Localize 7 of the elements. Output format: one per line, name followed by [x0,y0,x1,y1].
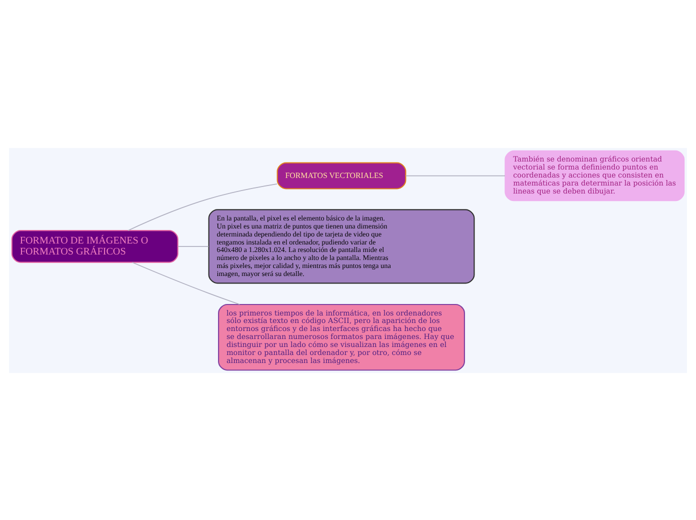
node-box: FORMATO DE IMÁGENES O FORMATOS GRÁFICOS [11,230,178,262]
node-box: los primeros tiempos de la informática, en los ordenadores sólo existía texto en código ASCII, pero la aparición de los entornos gráficos y de las interfaces gráficas ha hecho que se desarrollaran numerosos formatos para imágenes. Hay que distinguir por un lado cómo se visualizan las imágenes en el monitor o pantalla del ordenador y, por otro, cómo se almacenan y procesan las imágenes. [218,303,465,370]
connector [405,174,506,176]
connector [132,261,240,304]
node-box: FORMATOS VECTORIALES [276,162,406,189]
node-box: También se denominan gráficos orientad vectorial se forma definiendo puntos en coordenadas y acciones que consisten en matemáticas para determinar la posición las lineas que se deben dibujar. [504,150,685,201]
connector [128,183,278,230]
